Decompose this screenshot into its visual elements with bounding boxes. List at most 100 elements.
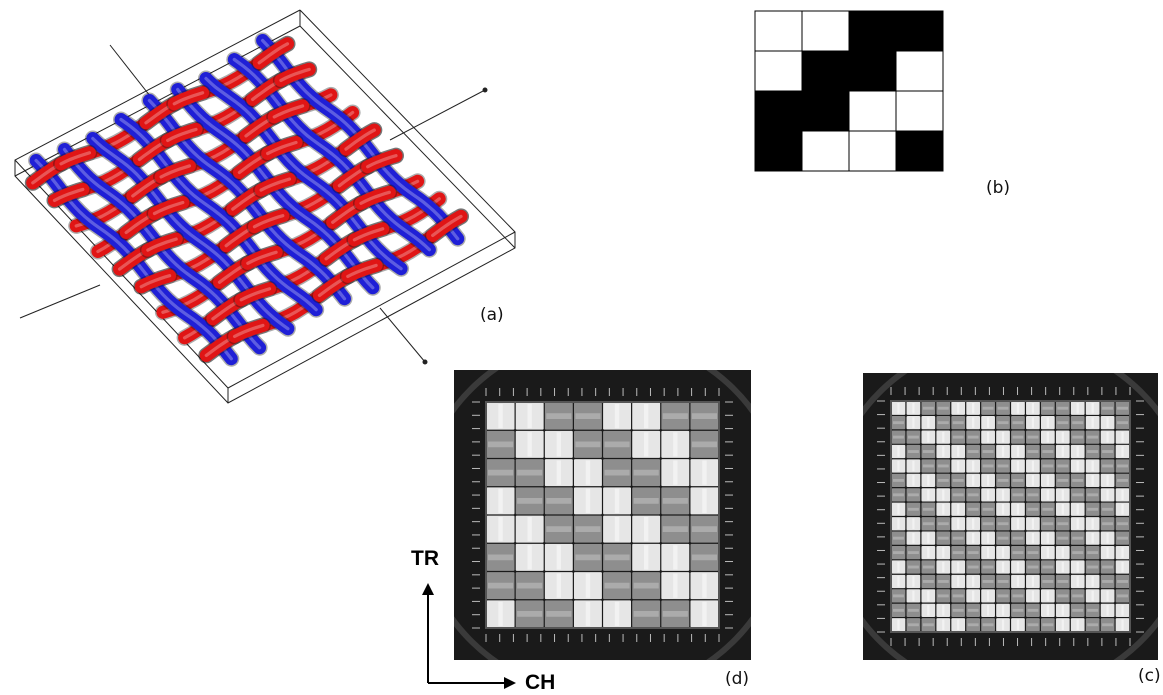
fabric-tow-cell: [981, 574, 995, 589]
weft-float: [54, 146, 96, 171]
fabric-tow-cell: [661, 487, 690, 515]
weft-float-highlight: [139, 274, 172, 289]
tr-arrowhead-icon: [422, 583, 434, 595]
fabric-tow-cell: [1115, 531, 1130, 545]
fabric-tow-cell: [515, 572, 544, 600]
axis-line: [19, 284, 101, 319]
fabric-tow-cell: [544, 487, 573, 515]
fabric-tow-cell: [1085, 444, 1100, 459]
fabric-tow-cell: [936, 589, 951, 603]
fabric-tow-cell: [996, 574, 1010, 589]
fabric-tow-cell: [486, 430, 515, 458]
fabric-tow-cell: [996, 517, 1010, 531]
fabric-tow-cell: [1115, 517, 1130, 531]
fabric-tow-cell: [936, 473, 951, 488]
weft-float-highlight: [246, 250, 278, 265]
fabric-tow-cell: [1055, 473, 1070, 488]
fabric-tow-cell: [1085, 545, 1100, 560]
fabric-tow-cell: [951, 531, 966, 545]
fabric-tow-cell: [1115, 459, 1130, 473]
fabric-tow-cell: [1070, 416, 1085, 430]
fabric-tow-cell: [632, 459, 661, 487]
weft-float-highlight: [146, 237, 178, 252]
fabric-tow-cell: [966, 618, 981, 632]
pattern-grid-svg: [754, 10, 944, 172]
fabric-tow-cell: [1085, 488, 1100, 502]
fabric-tow-cell: [996, 401, 1010, 415]
fine-scale-ticks: [877, 387, 1144, 646]
fabric-tow-cell: [1055, 401, 1070, 415]
fabric-tow-cell: [1100, 517, 1115, 531]
fabric-tow-cell: [951, 473, 966, 488]
fabric-tow-cell: [632, 600, 661, 628]
fabric-tow-cell: [966, 430, 981, 444]
weft-float: [48, 182, 90, 207]
pattern-cell: [801, 50, 850, 92]
fabric-tow-cell: [951, 488, 966, 502]
fabric-tow-cell: [921, 459, 936, 473]
fabric-tow-cell: [1115, 473, 1130, 488]
fabric-tow-cell: [1040, 574, 1055, 589]
axis-line: [379, 307, 426, 363]
fabric-tow-cell: [996, 416, 1010, 430]
fabric-tow-cell: [906, 618, 921, 632]
fabric-tow-cell: [544, 515, 573, 543]
panel-a-label: (a): [480, 305, 504, 325]
weave-3d-svg: [14, 9, 516, 404]
fabric-tow-cell: [996, 589, 1010, 603]
fine-weave-cells: [891, 401, 1130, 632]
weft-float-highlight: [172, 91, 205, 106]
fabric-tow-cell: [906, 488, 921, 502]
fabric-tow-cell: [936, 416, 951, 430]
fabric-tow-cell: [1040, 444, 1055, 459]
box-edge: [227, 231, 516, 389]
fabric-tow-cell: [921, 401, 936, 415]
weft-float-highlight: [259, 177, 292, 192]
fabric-tow-cell: [921, 444, 936, 459]
fabric-tow-cell: [981, 459, 995, 473]
weft-float: [341, 258, 383, 283]
pattern-cell: [754, 90, 803, 132]
weft-float: [261, 136, 303, 160]
weft-float-highlight: [257, 42, 290, 65]
weft-float-highlight: [239, 287, 272, 302]
fabric-tow-cell: [1011, 531, 1025, 545]
weft-float-highlight: [59, 151, 92, 166]
panel-c-label: (c): [1138, 666, 1161, 686]
fabric-tow-cell: [891, 416, 906, 430]
fabric-tow-cell: [1085, 618, 1100, 632]
weft-float: [154, 159, 196, 184]
fabric-tow-cell: [936, 574, 951, 589]
fabric-tow-cell: [921, 574, 936, 589]
pattern-cell: [801, 90, 850, 132]
weft-float: [267, 99, 310, 124]
fabric-tow-cell: [1085, 603, 1100, 617]
coarse-scale-ticks: [472, 388, 733, 642]
fabric-tow-cell: [1100, 574, 1115, 589]
fabric-tow-cell: [1115, 401, 1130, 415]
fabric-tow-cell: [1085, 560, 1100, 574]
pattern-cell: [895, 90, 944, 132]
fabric-tow-cell: [632, 487, 661, 515]
fabric-tow-cell: [1026, 560, 1040, 574]
fabric-tow-cell: [891, 545, 906, 560]
fabric-tow-cell: [1070, 603, 1085, 617]
pattern-cell: [754, 50, 803, 92]
fabric-tow-cell: [906, 560, 921, 574]
fabric-tow-cell: [1055, 517, 1070, 531]
pattern-cell: [754, 130, 803, 172]
ch-arrowhead-icon: [504, 677, 516, 689]
weft-float: [161, 122, 203, 147]
weft-float: [141, 232, 183, 257]
fabric-tow-cell: [1100, 618, 1115, 632]
fabric-tow-cell: [1085, 430, 1100, 444]
weft-float: [134, 269, 177, 294]
tr-axis-label: TR: [411, 547, 439, 570]
fabric-tow-cell: [936, 401, 951, 415]
weft-float-highlight: [272, 104, 305, 119]
fabric-tow-cell: [603, 430, 632, 458]
fabric-tow-cell: [486, 572, 515, 600]
fabric-tow-cell: [1070, 473, 1085, 488]
weft-float-highlight: [166, 127, 198, 143]
fabric-tow-cell: [573, 402, 602, 430]
